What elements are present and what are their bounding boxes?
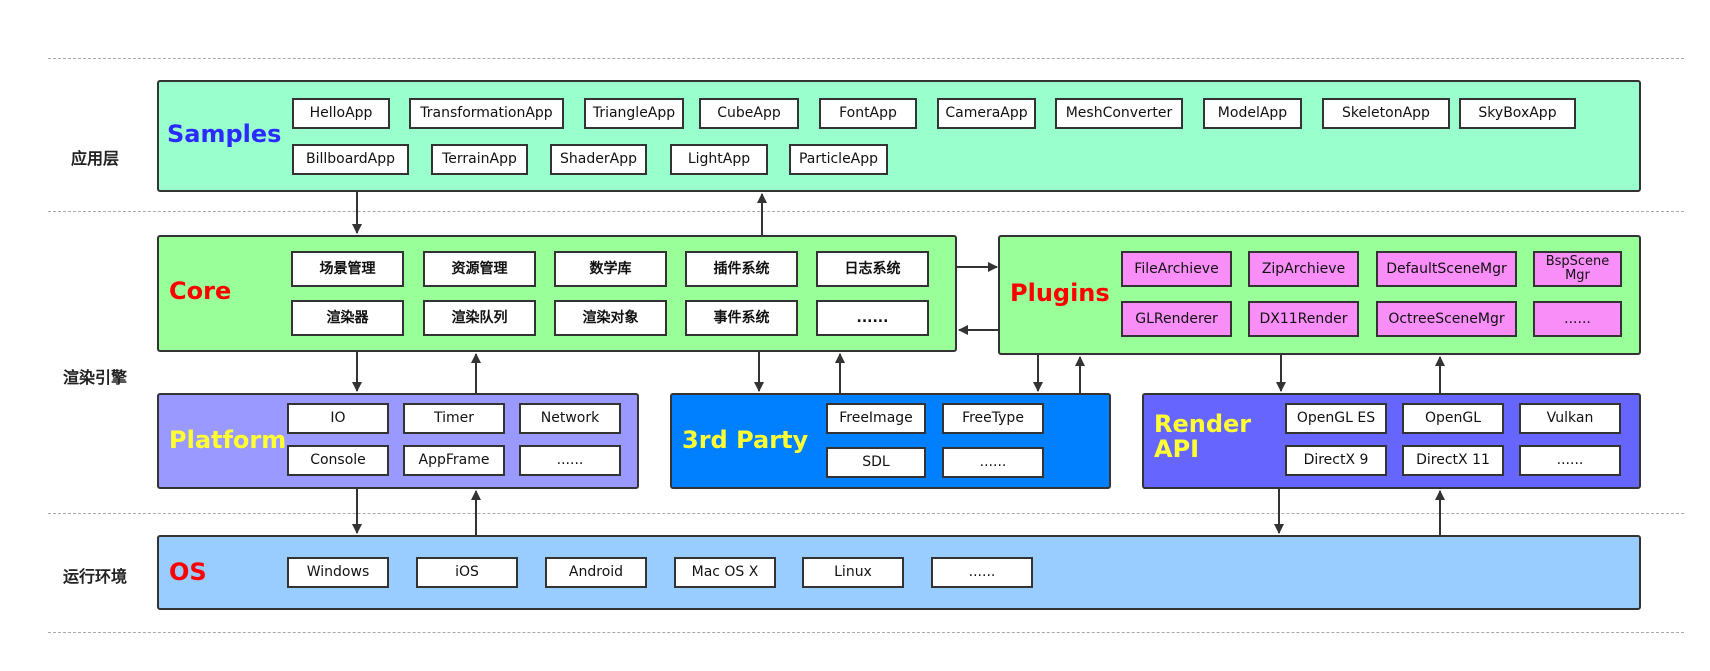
core-item: 数学库	[554, 251, 667, 287]
render-api-title: Render API	[1154, 410, 1252, 464]
plugins-item: ......	[1533, 301, 1622, 337]
os-item: Linux	[802, 557, 904, 588]
plugins-item: OctreeSceneMgr	[1376, 301, 1517, 337]
core-item: 渲染队列	[423, 300, 536, 336]
core-item: 场景管理	[291, 251, 404, 287]
samples-item: ShaderApp	[550, 144, 647, 175]
os-item: Mac OS X	[674, 557, 776, 588]
render-api-item: OpenGL ES	[1285, 403, 1387, 434]
os-item: ......	[931, 557, 1033, 588]
plugins-title: Plugins	[1010, 279, 1110, 307]
core-item: 资源管理	[423, 251, 536, 287]
core-item: 渲染器	[291, 300, 404, 336]
samples-item: ModelApp	[1203, 98, 1302, 129]
render-api-item: DirectX 9	[1285, 445, 1387, 476]
samples-panel: Samples	[157, 80, 1641, 192]
samples-item: CubeApp	[699, 98, 799, 129]
plugins-item: BspScene Mgr	[1533, 251, 1622, 287]
layer-divider-app-engine	[48, 211, 1684, 212]
third-party-item: ......	[942, 447, 1044, 478]
plugins-item: DefaultSceneMgr	[1376, 251, 1517, 287]
samples-item: SkeletonApp	[1322, 98, 1450, 129]
platform-title: Platform	[169, 426, 287, 454]
layer-divider-top	[48, 58, 1684, 59]
platform-item: Console	[287, 445, 389, 476]
third-party-item: FreeType	[942, 403, 1044, 434]
platform-item: ......	[519, 445, 621, 476]
samples-title: Samples	[167, 120, 282, 148]
core-title: Core	[169, 277, 232, 305]
layer-label-engine: 渲染引擎	[63, 368, 128, 387]
os-item: iOS	[416, 557, 518, 588]
render-api-item: Vulkan	[1519, 403, 1621, 434]
platform-item: Timer	[403, 403, 505, 434]
samples-item: ParticleApp	[789, 144, 888, 175]
samples-item: FontApp	[819, 98, 917, 129]
samples-item: LightApp	[670, 144, 768, 175]
third-party-title: 3rd Party	[682, 426, 809, 454]
plugins-item: GLRenderer	[1121, 301, 1232, 337]
os-title: OS	[169, 558, 207, 586]
os-item: Windows	[287, 557, 389, 588]
os-item: Android	[545, 557, 647, 588]
samples-item: TerrainApp	[431, 144, 528, 175]
render-api-item: OpenGL	[1402, 403, 1504, 434]
platform-item: IO	[287, 403, 389, 434]
third-party-item: SDL	[826, 447, 926, 478]
layer-label-runtime: 运行环境	[63, 567, 128, 586]
plugins-item: ZipArchieve	[1248, 251, 1359, 287]
samples-item: SkyBoxApp	[1459, 98, 1576, 129]
plugins-item: DX11Render	[1248, 301, 1359, 337]
samples-item: BillboardApp	[292, 144, 409, 175]
samples-item: CameraApp	[937, 98, 1036, 129]
render-api-title-line1: Render	[1154, 410, 1252, 438]
platform-item: AppFrame	[403, 445, 505, 476]
layer-divider-engine-runtime	[48, 513, 1684, 514]
core-item: 事件系统	[685, 300, 798, 336]
layer-divider-bottom	[48, 632, 1684, 633]
core-item: 日志系统	[816, 251, 929, 287]
third-party-item: FreeImage	[826, 403, 926, 434]
core-item: ......	[816, 300, 929, 336]
layer-label-app: 应用层	[71, 149, 120, 168]
render-api-item: DirectX 11	[1402, 445, 1504, 476]
plugins-item: FileArchieve	[1121, 251, 1232, 287]
core-item: 渲染对象	[554, 300, 667, 336]
core-item: 插件系统	[685, 251, 798, 287]
samples-item: MeshConverter	[1055, 98, 1183, 129]
samples-item: HelloApp	[292, 98, 390, 129]
render-api-item: ......	[1519, 445, 1621, 476]
samples-item: TransformationApp	[409, 98, 564, 129]
samples-item: TriangleApp	[584, 98, 684, 129]
render-api-title-line2: API	[1154, 435, 1200, 464]
platform-item: Network	[519, 403, 621, 434]
